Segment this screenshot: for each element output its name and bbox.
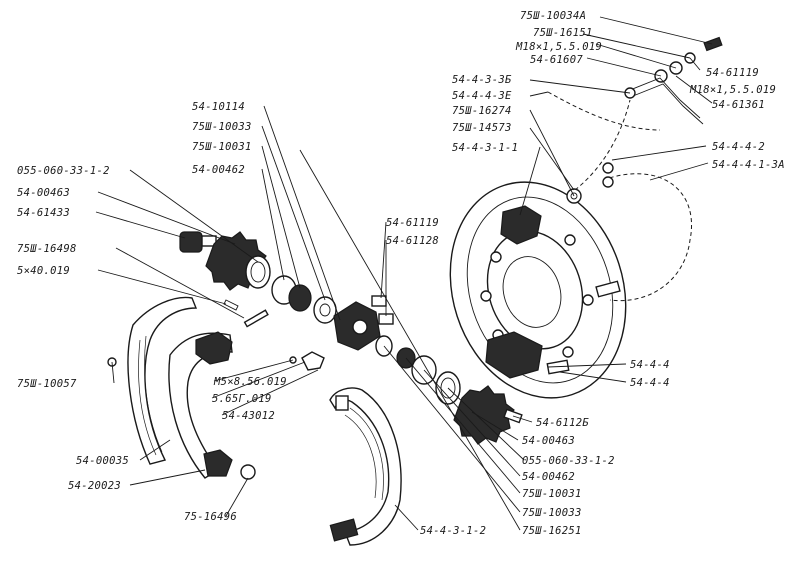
right-brake-shoe [329,387,402,546]
label-54-61119-top: 54-61119 [706,67,759,79]
label-5x40-019: 5×40.019 [17,265,70,277]
label-54-4-4-b: 54-4-4 [630,377,670,389]
label-54-4-4-2: 54-4-4-2 [712,141,765,153]
label-75sh-16151: 75Ш-16151 [533,27,593,39]
label-54-4-3-1-1: 54-4-3-1-1 [452,142,518,154]
left-adjuster [179,231,337,324]
label-54-4-4-3e: 54-4-4-3Е [452,90,512,102]
label-055-060-33-1-2-left: 055-060-33-1-2 [17,165,110,177]
label-54-4-4-1-3a: 54-4-4-1-3А [712,159,785,171]
label-m18-thread-2: M18×1,5.5.019 [689,84,776,96]
label-54-61119-center: 54-61119 [386,217,439,229]
label-75sh-10033-right: 75Ш-10033 [522,507,582,519]
label-54-61361: 54-61361 [712,99,765,111]
label-m5x8-56-019: M5×8.56.019 [213,376,287,388]
label-54-61433: 54-61433 [17,207,70,219]
label-75sh-16251: 75Ш-16251 [522,525,582,537]
leader-lines [95,16,713,531]
label-54-20023: 54-20023 [68,480,121,492]
label-75sh-10057: 75Ш-10057 [17,378,77,390]
brake-line-top [547,91,661,131]
label-055-060-33-1-2-right: 055-060-33-1-2 [522,455,615,467]
label-54-10114: 54-10114 [192,101,245,113]
label-75-16496: 75-16496 [184,511,237,523]
label-75sh-10033-left: 75Ш-10033 [192,121,252,133]
label-54-4-3-3b: 54-4-3-3Б [452,74,512,86]
backing-plate [449,181,627,399]
label-54-00035: 54-00035 [76,455,129,467]
label-5-65g-019: 5.65Г.019 [212,393,272,405]
label-75sh-16274: 75Ш-16274 [452,105,512,117]
label-54-4-4-a: 54-4-4 [630,359,670,371]
label-m18-thread-1: M18×1,5.5.019 [515,41,602,53]
label-75sh-10031-left: 75Ш-10031 [192,141,252,153]
label-75sh-14573: 75Ш-14573 [452,122,512,134]
label-54-00463-left: 54-00463 [17,187,70,199]
label-54-00462-right: 54-00462 [522,471,575,483]
label-75sh-16498: 75Ш-16498 [17,243,77,255]
label-75sh-10034a: 75Ш-10034А [520,10,586,22]
pipe-fittings [566,36,723,204]
label-54-6112b: 54-6112Б [536,417,589,429]
pins [223,299,325,371]
label-54-61128: 54-61128 [386,235,439,247]
label-54-00462-left: 54-00462 [192,164,245,176]
label-75sh-10031-right: 75Ш-10031 [522,488,582,500]
left-brake-shoe [107,296,256,480]
brake-line-inner [574,99,631,191]
label-54-4-3-1-2: 54-4-3-1-2 [420,525,486,537]
part-labels: 75Ш-10034А 75Ш-16151 M18×1,5.5.019 54-61… [17,10,785,537]
label-54-00463-right: 54-00463 [522,435,575,447]
label-54-61607: 54-61607 [530,54,583,66]
label-54-43012: 54-43012 [222,410,275,422]
brake-line-outer [602,173,692,302]
